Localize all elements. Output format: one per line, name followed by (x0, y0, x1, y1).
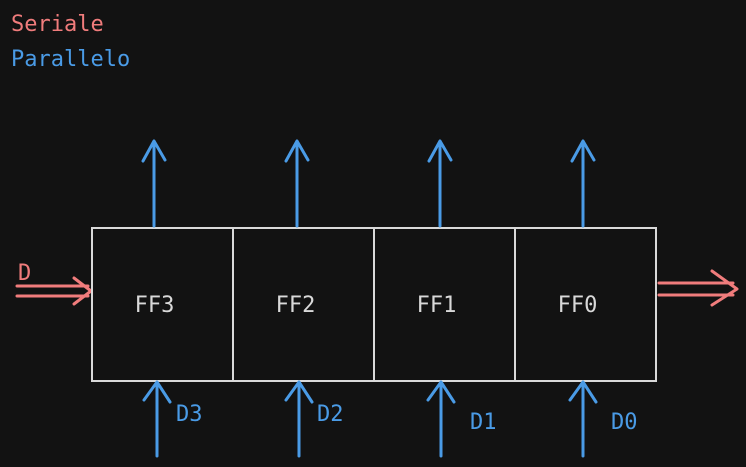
parallel-output-arrow-ff1 (427, 139, 453, 228)
parallel-output-arrow-ff0 (570, 139, 596, 228)
legend-parallel: Parallelo (11, 47, 131, 72)
input-label-d3: D3 (176, 402, 203, 427)
legend-serial: Seriale (11, 12, 104, 37)
serial-input-label: D (18, 261, 31, 286)
parallel-input-arrow-ff1 (426, 380, 456, 458)
flip-flop-label-ff3: FF3 (135, 293, 175, 318)
input-label-d1: D1 (470, 410, 497, 435)
parallel-input-arrow-ff3 (142, 380, 172, 458)
parallel-output-arrow-ff3 (141, 139, 167, 228)
flip-flop-label-ff2: FF2 (276, 293, 316, 318)
flip-flop-label-ff0: FF0 (558, 293, 598, 318)
input-label-d0: D0 (611, 410, 638, 435)
parallel-input-arrow-ff0 (568, 380, 598, 458)
parallel-input-arrow-ff2 (284, 380, 314, 458)
parallel-output-arrow-ff2 (284, 139, 310, 228)
flip-flop-label-ff1: FF1 (417, 293, 457, 318)
flip-flop-ff0 (514, 227, 657, 382)
input-label-d2: D2 (317, 402, 344, 427)
serial-output-arrow (657, 269, 739, 307)
